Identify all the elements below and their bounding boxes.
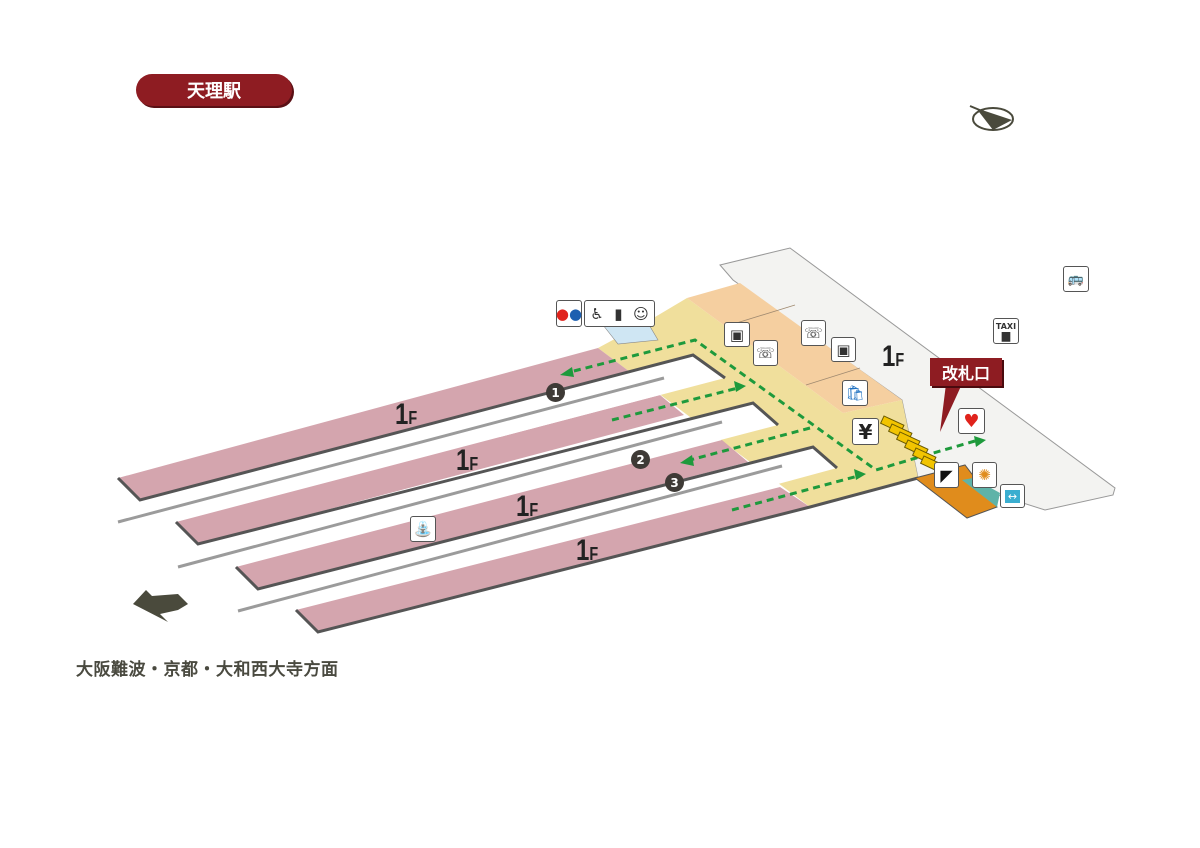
floor-label: 1F [516,490,538,524]
accessible-facilities-box: ♿ ▮ ☺ [584,300,655,327]
waiting-area [962,478,1000,507]
route-line [569,338,976,472]
floor-number: 1 [395,398,409,431]
lounge-icon: ⛲ [410,516,436,542]
phone-icon: ☏ [801,320,826,346]
route-line [611,386,739,422]
route-lines [569,338,976,512]
floor-label: 1F [576,534,598,568]
platform-number-3: 3 [665,473,684,492]
route-arrowhead [734,381,746,392]
platform-edge [116,353,726,502]
track-gap [620,447,837,527]
coin-locker-icon: ▣ [724,322,750,347]
floor-suffix: F [469,454,479,474]
taxi-text: TAXI [995,322,1017,331]
route-arrowheads [560,367,986,480]
platform-edge [294,476,919,634]
baby-care-icon: ☺ [633,304,649,323]
compass-tail [969,105,983,112]
accessible-toilet-icon: ♿ [590,304,604,323]
floor-label: 1F [882,340,904,374]
platform-1 [118,348,630,500]
platform-number-1: 1 [546,383,565,402]
route-line [731,474,859,512]
taxi-car-icon: ▆ [1001,329,1011,342]
ticket-office-icon: ◤ [934,462,959,488]
compass-icon [969,105,1014,131]
ticket-machine-icon: ¥ [852,418,879,445]
platform-2 [176,395,684,544]
mens-toilet-icon: ● [569,304,583,323]
platforms [118,348,810,632]
taxi-icon: TAXI▆ [993,318,1019,344]
coin-locker-icon: ▣ [831,337,856,362]
womens-toilet-icon: ● [555,304,569,323]
floor-suffix: F [408,408,418,428]
route-arrowhead [974,436,986,447]
waiting-room-icon: ✺ [972,462,997,488]
floor-label: 1F [395,398,417,432]
direction-label: 大阪難波・京都・大和西大寺方面 [76,660,339,680]
floor-number: 1 [516,490,530,523]
platform-edges [116,353,919,634]
track-gaps [500,355,837,527]
track-gap [500,355,725,437]
shop-icon: 🛍 [842,380,868,406]
floor-suffix: F [529,500,539,520]
rail [117,376,665,524]
floor-number: 1 [456,444,470,477]
compass-needle [976,108,1012,130]
platform-number-2: 2 [631,450,650,469]
shop-divider [805,367,861,386]
track-gap [560,403,778,482]
concourse [598,298,918,507]
rails [117,376,783,613]
route-arrowhead [854,469,866,480]
floor-label: 1F [456,444,478,478]
platform-edge [174,401,779,546]
route-arrowhead [680,455,694,466]
direction-arrow [133,590,188,622]
phone-icon: ☏ [753,340,778,366]
shop-divider [729,304,796,326]
floor-suffix: F [895,350,905,370]
platform-4 [296,487,810,632]
aed-icon: ♥ [958,408,985,434]
elevator-icon: ↔ [1000,484,1025,508]
bus-icon: 🚌 [1063,266,1089,292]
gate-label-pointer [940,384,962,432]
floor-number: 1 [882,340,896,373]
platform-edge [234,445,838,591]
elevator-arrows-icon: ↔ [1004,489,1021,503]
floor-suffix: F [589,544,599,564]
rail [237,464,783,613]
rail [177,420,723,569]
ostomy-icon: ▮ [614,304,623,323]
route-arrowhead [560,367,574,377]
platform-3 [236,440,748,589]
ticket-gate-label: 改札口 [930,358,1002,386]
toilet-icon: ●● [556,300,582,327]
floor-number: 1 [576,534,590,567]
station-title: 天理駅 [136,74,292,106]
route-line [689,426,811,462]
